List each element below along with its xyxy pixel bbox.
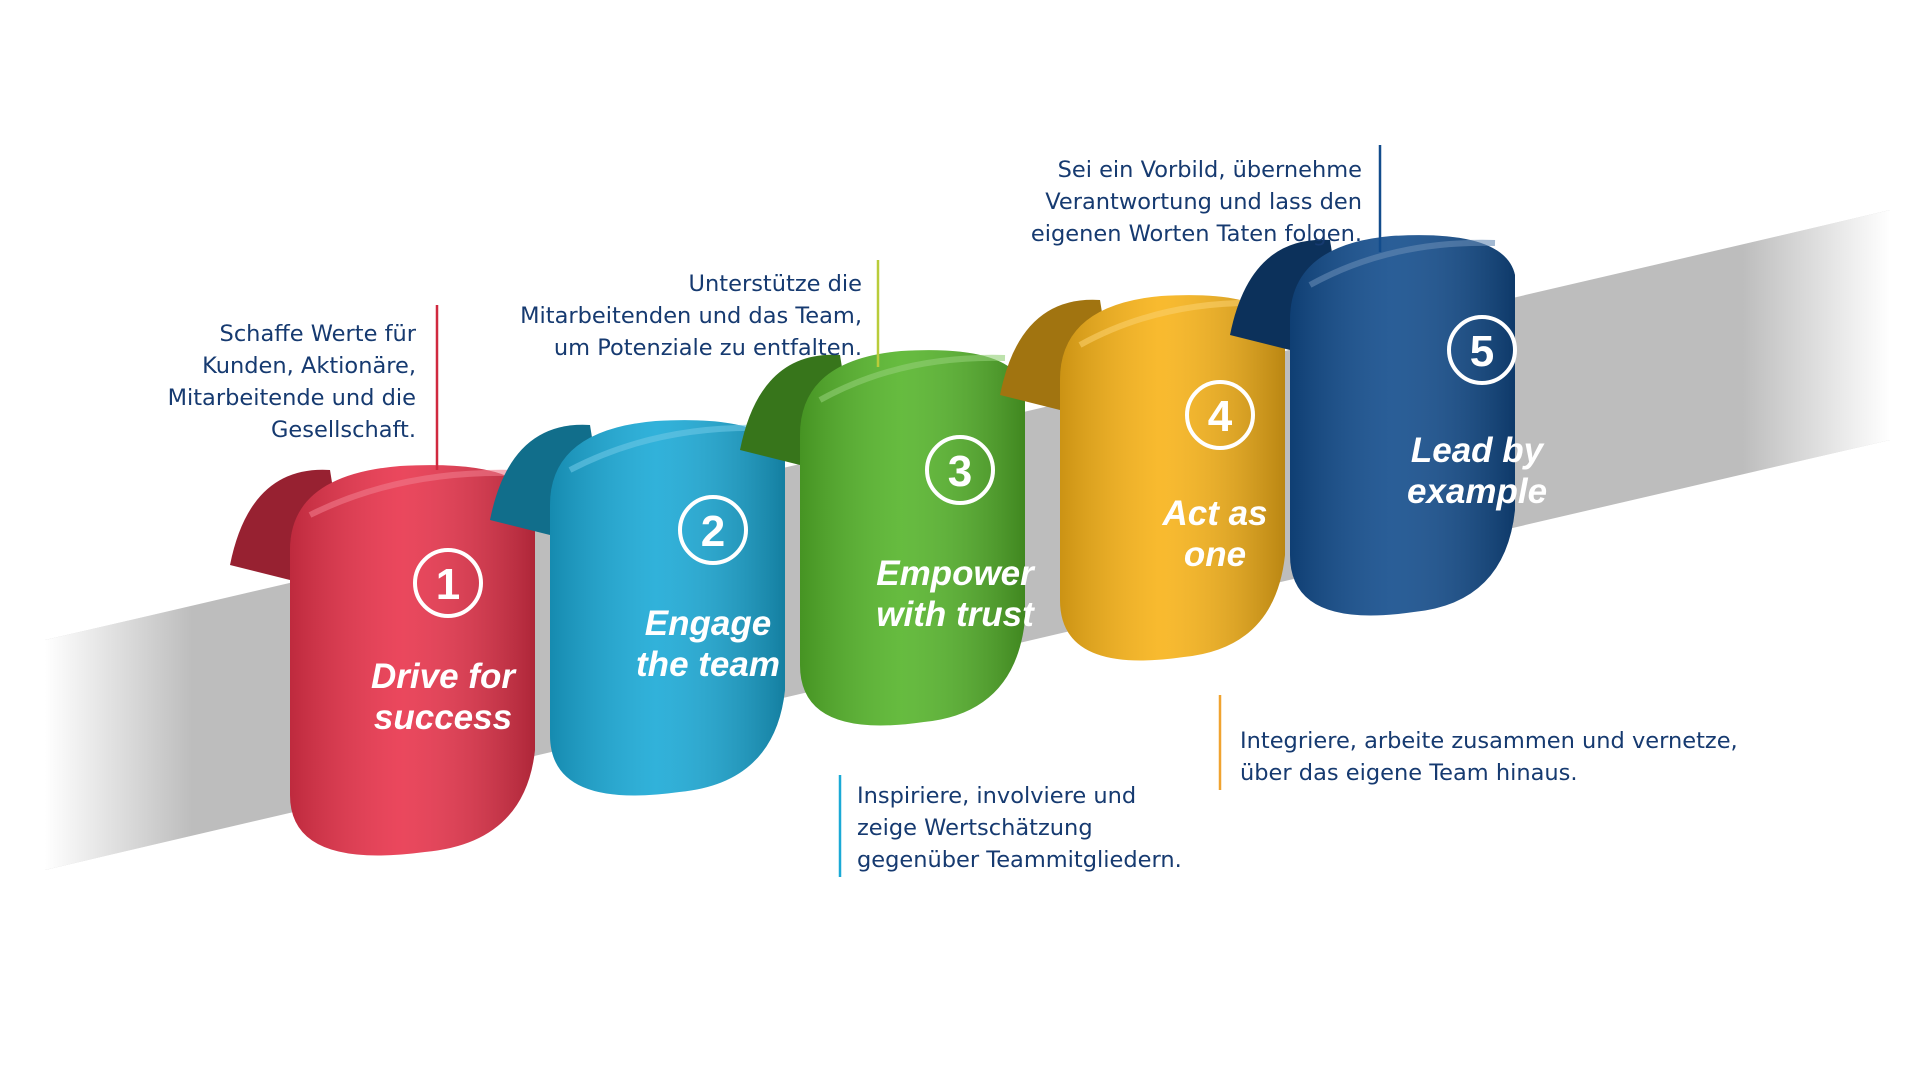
- description-5: Sei ein Vorbild, übernehme Verantwortung…: [1031, 154, 1362, 250]
- description-4: Integriere, arbeite zusammen und vernetz…: [1240, 725, 1738, 789]
- step-5-title-line: Lead by: [1411, 431, 1545, 470]
- step-4-title-line: one: [1184, 535, 1246, 574]
- description-3: Unterstütze die Mitarbeitenden und das T…: [520, 268, 862, 364]
- description-3-line: Unterstütze die: [520, 268, 862, 300]
- step-1-number: 1: [436, 560, 460, 609]
- description-1-line: Schaffe Werte für: [168, 318, 416, 350]
- band-5-shading: [1290, 235, 1515, 615]
- step-1-title-line: Drive for: [371, 657, 517, 696]
- description-1: Schaffe Werte für Kunden, Aktionäre, Mit…: [168, 318, 416, 446]
- description-3-line: Mitarbeitenden und das Team,: [520, 300, 862, 332]
- description-2-line: Inspiriere, involviere und: [857, 780, 1182, 812]
- description-2-line: gegenüber Teammitgliedern.: [857, 844, 1182, 876]
- description-1-line: Gesellschaft.: [168, 414, 416, 446]
- step-2-number: 2: [701, 507, 725, 556]
- description-3-line: um Potenziale zu entfalten.: [520, 332, 862, 364]
- step-5-title-line: example: [1407, 472, 1547, 511]
- step-1-title-line: success: [374, 698, 512, 737]
- band-4-shading: [1060, 295, 1285, 660]
- step-4-number: 4: [1208, 392, 1233, 441]
- description-1-line: Kunden, Aktionäre,: [168, 350, 416, 382]
- description-1-line: Mitarbeitende und die: [168, 382, 416, 414]
- description-5-line: Sei ein Vorbild, übernehme: [1031, 154, 1362, 186]
- step-2-title-line: Engage: [645, 604, 771, 643]
- description-5-line: eigenen Worten Taten folgen.: [1031, 218, 1362, 250]
- step-3-number: 3: [948, 447, 972, 496]
- step-4-title-line: Act as: [1161, 494, 1267, 533]
- description-2-line: zeige Wertschätzung: [857, 812, 1182, 844]
- step-5-number: 5: [1470, 327, 1494, 376]
- band-3-shading: [800, 350, 1025, 725]
- step-2-title-line: the team: [636, 645, 780, 684]
- description-2: Inspiriere, involviere und zeige Wertsch…: [857, 780, 1182, 876]
- step-3-title-line: with trust: [876, 595, 1035, 634]
- step-3-title-line: Empower: [876, 554, 1036, 593]
- description-4-line: Integriere, arbeite zusammen und vernetz…: [1240, 725, 1738, 757]
- description-4-line: über das eigene Team hinaus.: [1240, 757, 1738, 789]
- description-5-line: Verantwortung und lass den: [1031, 186, 1362, 218]
